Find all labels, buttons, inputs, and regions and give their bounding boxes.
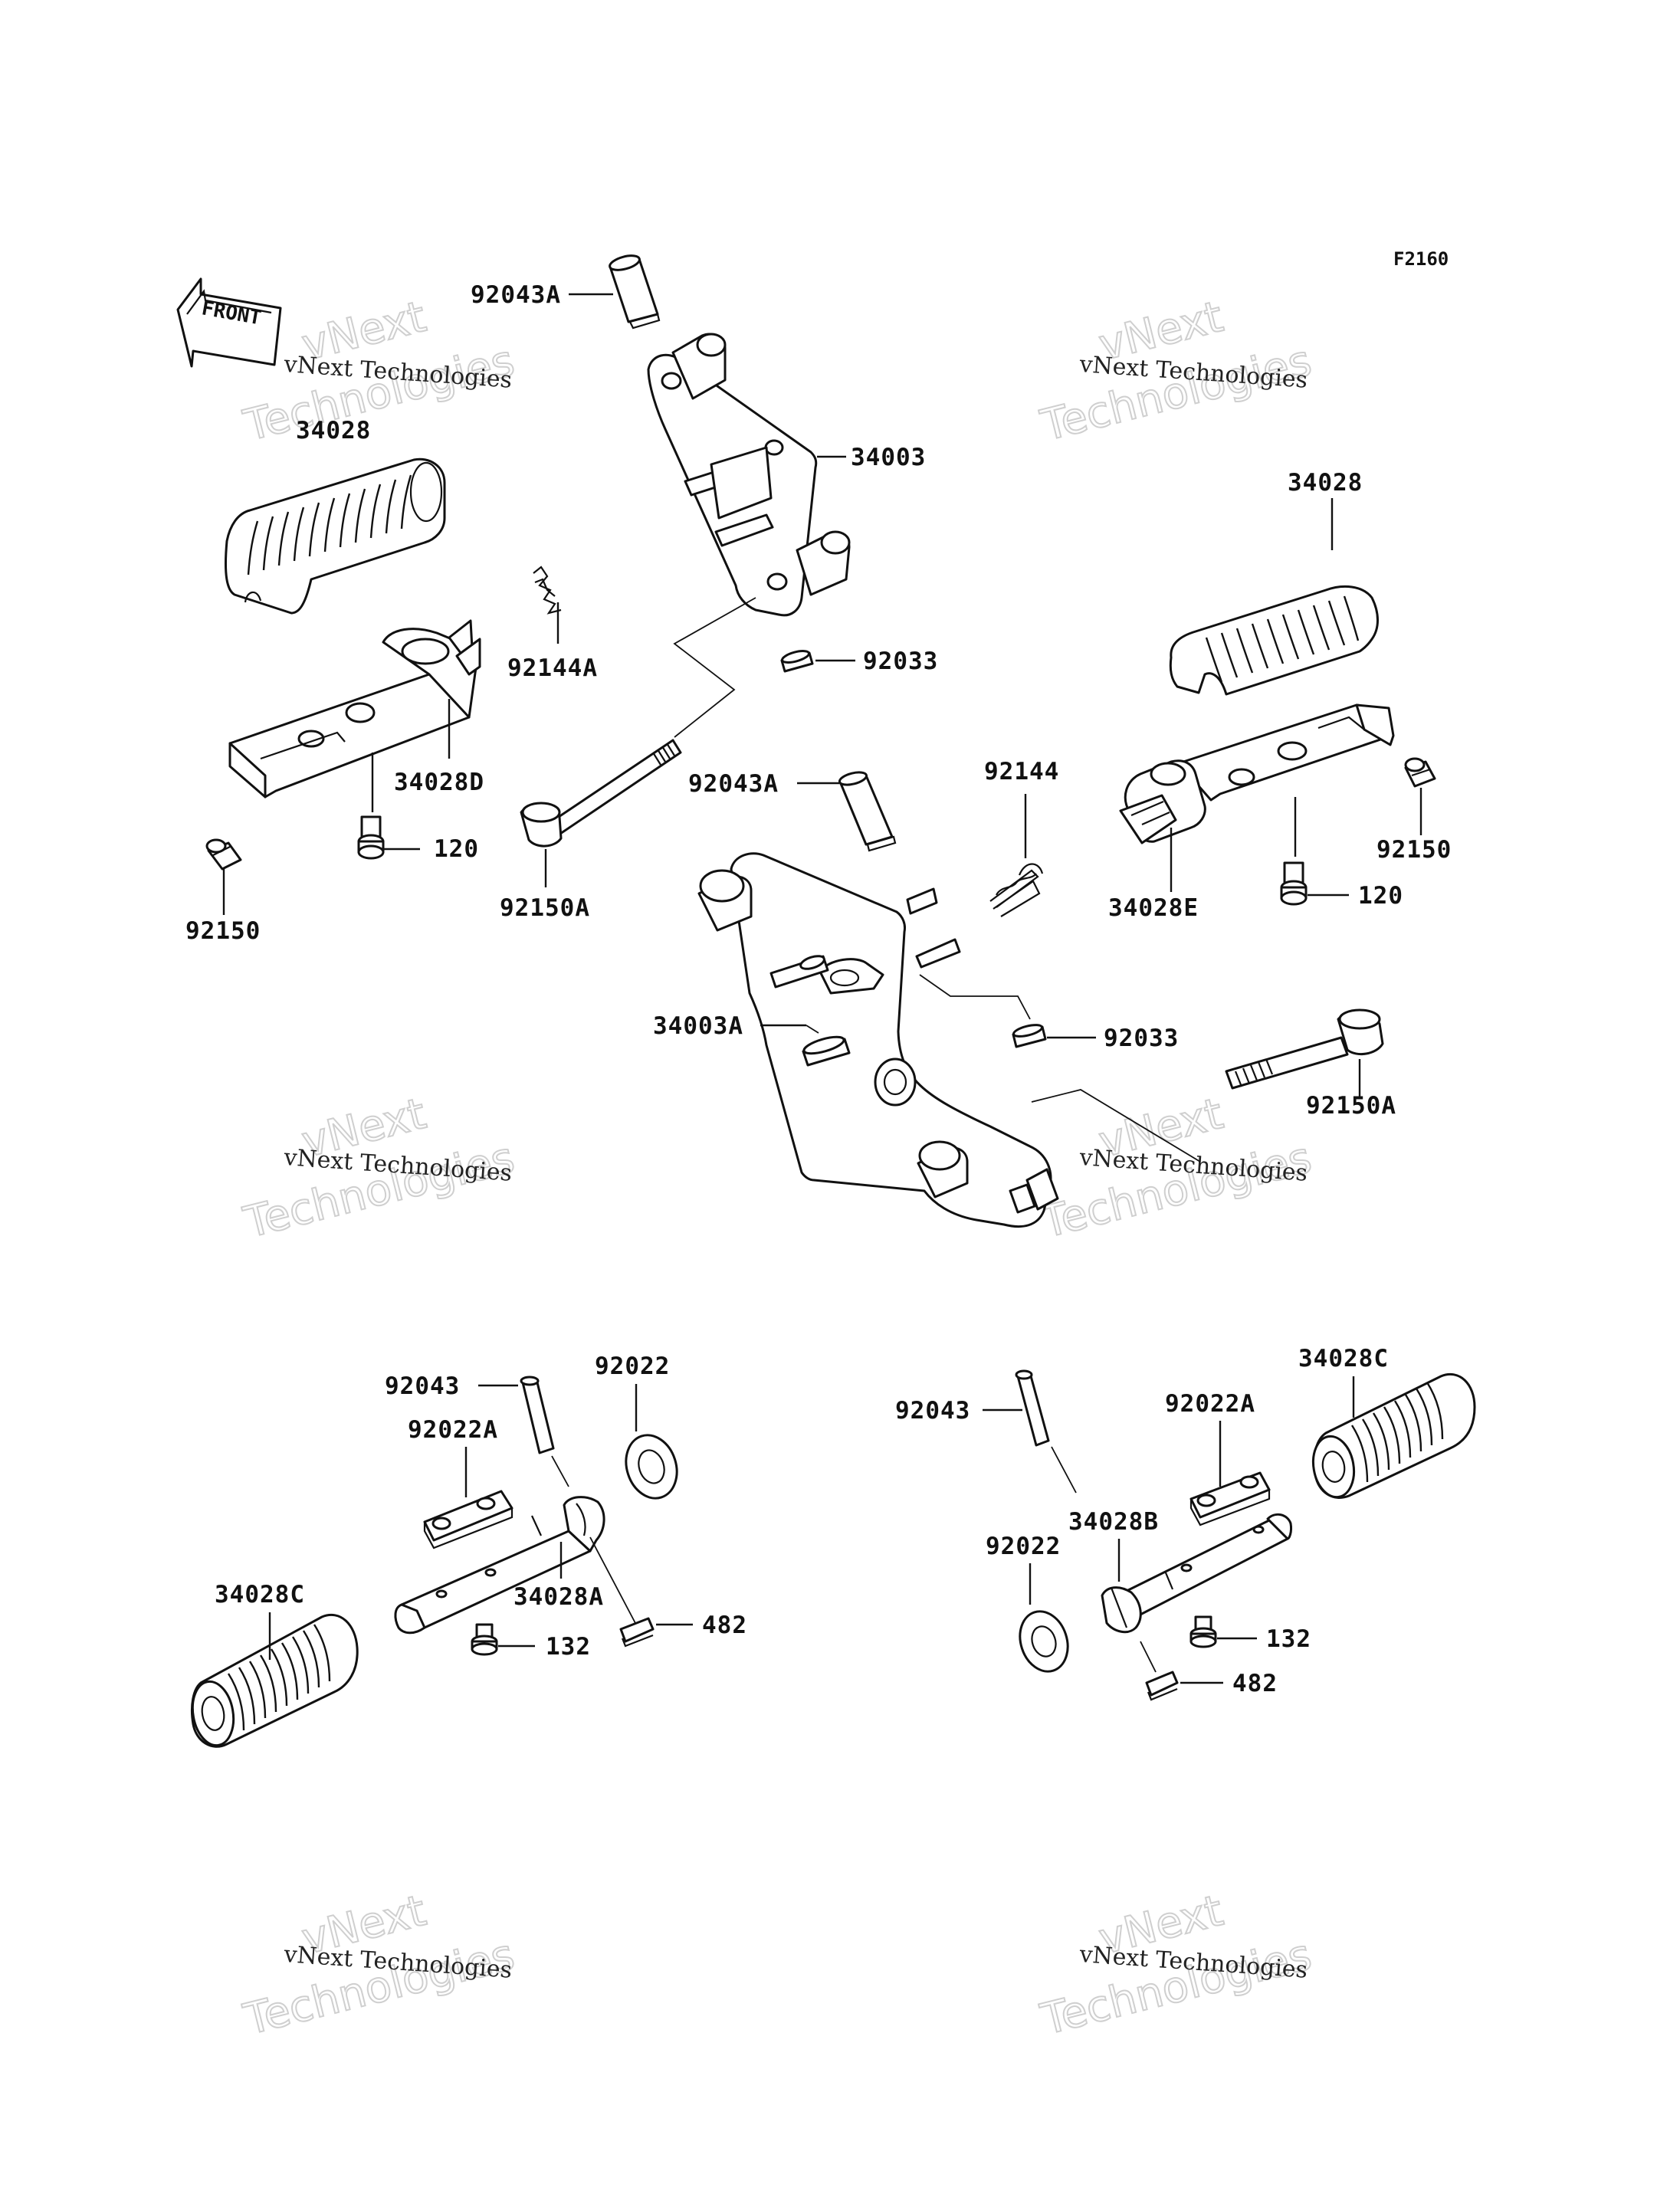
label-92150-right: 92150: [1376, 836, 1452, 864]
spring-92144A: [533, 566, 562, 615]
collar-92033-top: [780, 650, 814, 673]
bolt-92150-right: [1404, 757, 1436, 788]
watermark-5: vNext Technologies vNext Technologies: [238, 1885, 520, 2046]
leader: [1140, 1641, 1157, 1673]
spring-92144: [989, 863, 1044, 917]
figure-code: F2160: [1393, 248, 1449, 270]
front-arrow-icon: FRONT: [176, 277, 282, 368]
footpeg-34028A: [394, 1496, 605, 1635]
footpeg-34028B: [1101, 1513, 1292, 1634]
washer-92022-left: [625, 1434, 678, 1500]
svg-text:Technologies: Technologies: [1036, 336, 1317, 451]
label-92033-mid: 92033: [1104, 1025, 1179, 1052]
label-92043A-mid: 92043A: [688, 770, 779, 798]
label-120-right: 120: [1358, 882, 1403, 910]
label-34028C-left: 34028C: [215, 1581, 305, 1608]
label-34028A: 34028A: [514, 1583, 604, 1611]
label-482-right: 482: [1232, 1670, 1278, 1697]
grip-34028C-right: [1311, 1372, 1476, 1499]
plate-92022A-left: [423, 1490, 514, 1549]
reference-line: [919, 974, 1031, 1020]
bolt-92150-left: [205, 838, 242, 871]
footrest-34028E: [1119, 703, 1395, 844]
label-34028-right: 34028: [1288, 469, 1363, 497]
bracket-34003A: [697, 852, 1059, 1228]
clip-482-left: [619, 1617, 655, 1648]
label-34028B: 34028B: [1068, 1508, 1159, 1536]
label-92022A-right: 92022A: [1165, 1390, 1255, 1418]
watermark-3: vNext Technologies vNext Technologies: [238, 1088, 520, 1249]
bolt-132-left: [471, 1623, 498, 1656]
bolt-120-right: [1280, 861, 1308, 906]
pin-92043-left: [520, 1376, 555, 1454]
clip-482-right: [1145, 1671, 1179, 1701]
collar-92033-mid: [1012, 1024, 1047, 1048]
footrest-rubber-34028-right: [1169, 585, 1379, 696]
label-92043A-top: 92043A: [471, 281, 561, 309]
label-34028D: 34028D: [394, 769, 484, 796]
label-92144A: 92144A: [507, 654, 598, 682]
plate-92022A-right: [1189, 1471, 1271, 1526]
washer-92022-right: [1019, 1610, 1069, 1673]
bracket-34003: [647, 333, 851, 617]
leader: [1051, 1446, 1077, 1494]
label-34003: 34003: [851, 444, 926, 471]
grip-34028C-left: [190, 1613, 359, 1748]
watermark-6: vNext Technologies vNext Technologies: [1035, 1885, 1317, 2046]
label-92043-left: 92043: [385, 1372, 460, 1400]
watermark-4: vNext Technologies vNext Technologies: [1035, 1088, 1317, 1249]
label-120-left: 120: [434, 835, 479, 863]
pin-92043A-top: [609, 254, 661, 330]
label-92150A-left: 92150A: [500, 894, 590, 922]
label-34028-left: 34028: [296, 417, 371, 444]
label-92144: 92144: [984, 758, 1059, 785]
label-92043-right: 92043: [895, 1397, 970, 1425]
label-132-right: 132: [1266, 1625, 1311, 1653]
label-92022A-left: 92022A: [408, 1416, 498, 1444]
label-482-left: 482: [702, 1612, 747, 1639]
label-92150-left: 92150: [185, 917, 261, 945]
reference-line: [673, 597, 756, 738]
label-92022-left: 92022: [595, 1353, 670, 1380]
label-132-left: 132: [546, 1633, 591, 1661]
footrest-rubber-34028-left: [224, 457, 446, 615]
label-34003A: 34003A: [653, 1012, 743, 1040]
leader: [551, 1455, 569, 1487]
collar-34003A: [802, 1035, 851, 1067]
leader: [806, 1025, 819, 1034]
label-34028C-right: 34028C: [1298, 1345, 1389, 1372]
bolt-120-left: [357, 815, 385, 860]
reference-line: [1031, 1089, 1201, 1162]
label-92022-right: 92022: [986, 1533, 1061, 1560]
footrest-34028D: [228, 619, 481, 798]
pin-92043A-mid: [838, 771, 897, 852]
watermark-2: vNext Technologies vNext Technologies: [1035, 291, 1317, 452]
svg-text:Technologies: Technologies: [239, 336, 520, 451]
pin-92043-right: [1015, 1369, 1050, 1447]
leader: [589, 1536, 637, 1625]
bolt-92150A-right: [1225, 1008, 1384, 1090]
label-92150A-right: 92150A: [1306, 1092, 1396, 1120]
bolt-132-right: [1189, 1615, 1217, 1648]
watermark-1: vNext Technologies vNext Technologies: [238, 291, 520, 452]
label-92033-top: 92033: [863, 648, 938, 675]
bolt-92150A-left: [520, 739, 682, 848]
label-34028E: 34028E: [1108, 894, 1199, 922]
